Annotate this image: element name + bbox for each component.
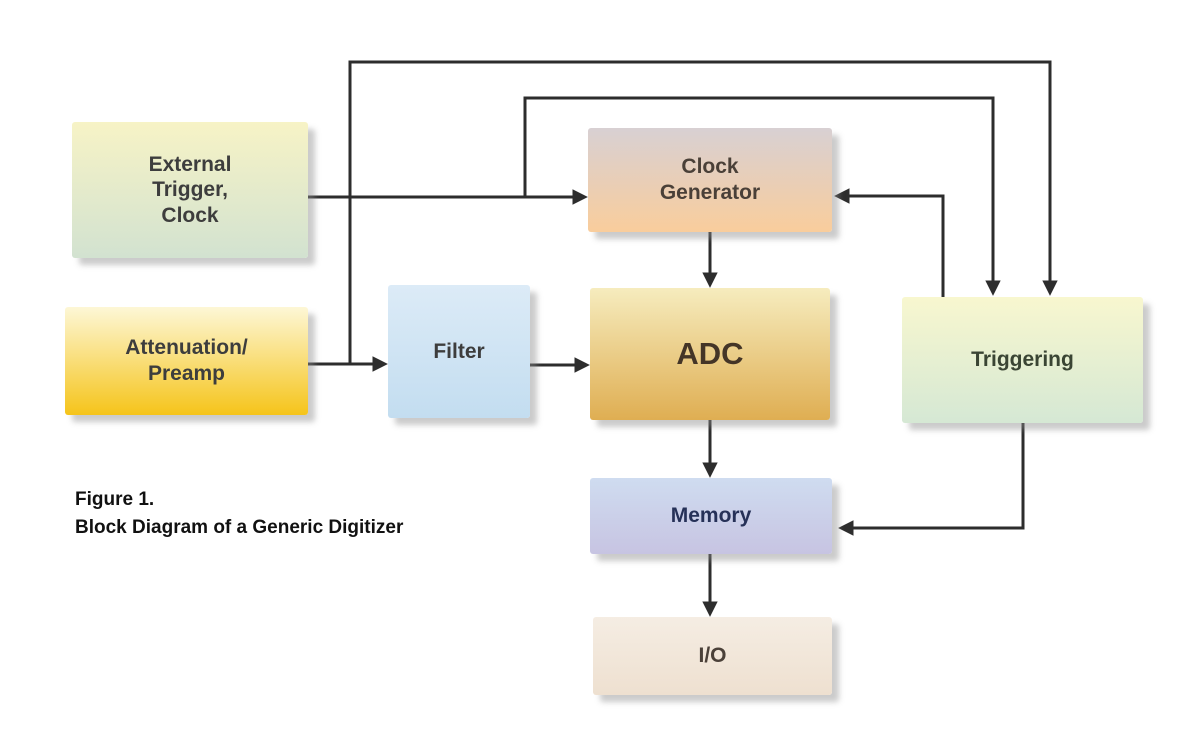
- node-filter: Filter: [388, 285, 530, 418]
- node-triggering: Triggering: [902, 297, 1143, 423]
- node-memory: Memory: [590, 478, 832, 554]
- node-clock-generator: Clock Generator: [588, 128, 832, 232]
- edge-triggering-to-memory: [838, 423, 1025, 536]
- node-attenuation-preamp: Attenuation/ Preamp: [65, 307, 308, 415]
- node-io: I/O: [593, 617, 832, 695]
- edge-ext-trigger-to-triggering: [523, 96, 1001, 296]
- edge-triggering-to-clock-generator: [834, 188, 945, 297]
- figure-caption-line2: Block Diagram of a Generic Digitizer: [75, 517, 404, 538]
- figure-caption: Figure 1. Block Diagram of a Generic Dig…: [75, 486, 403, 542]
- figure-caption-line1: Figure 1.: [75, 489, 155, 510]
- node-adc: ADC: [590, 288, 830, 420]
- node-external-trigger-clock: External Trigger, Clock: [72, 122, 308, 258]
- edge-signal-to-triggering: [348, 60, 1058, 364]
